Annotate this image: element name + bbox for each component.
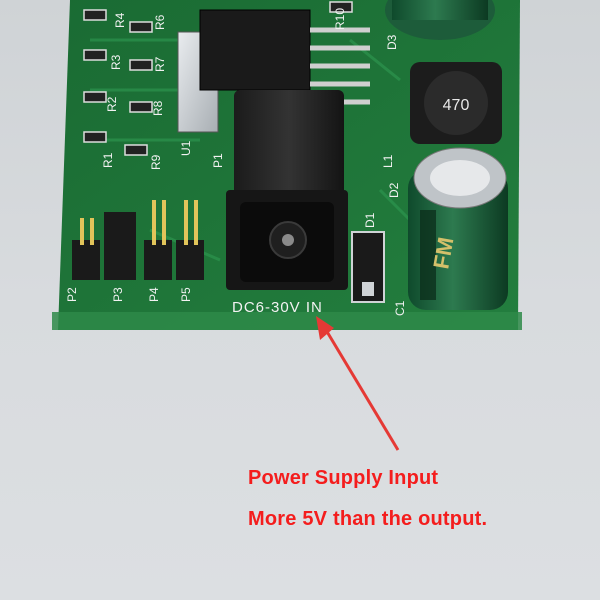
label-r8: R8: [151, 100, 165, 116]
label-p1: P1: [211, 153, 225, 168]
label-p5: P5: [179, 287, 193, 302]
inductor: 470: [410, 62, 502, 144]
label-p2: P2: [65, 287, 79, 302]
dc-barrel-jack: [226, 90, 348, 290]
capacitor-marking: FM: [428, 235, 458, 271]
label-r7: R7: [153, 56, 167, 72]
label-d2: D2: [387, 182, 401, 198]
label-r1: R1: [101, 152, 115, 168]
electrolytic-capacitor: FM: [408, 147, 508, 310]
label-r2: R2: [105, 96, 119, 112]
callout-arrow: [316, 316, 400, 451]
label-r10: R10: [333, 8, 347, 30]
smd-resistors: [83, 1, 353, 156]
label-l1: L1: [381, 154, 395, 168]
label-r3: R3: [109, 54, 123, 70]
diode-d1: [351, 231, 385, 303]
caption-voltage-note: More 5V than the output.: [248, 508, 488, 530]
label-r4: R4: [113, 12, 127, 28]
label-u1: U1: [179, 140, 193, 156]
label-d1: D1: [363, 212, 377, 228]
label-c1: C1: [393, 300, 407, 316]
label-d3: D3: [385, 34, 399, 50]
caption-power-supply-input: Power Supply Input: [248, 467, 439, 489]
label-r6: R6: [153, 14, 167, 30]
inductor-marking: 470: [443, 97, 470, 114]
silkscreen: DC6-30V IN P2 P3 P4 P5 C1 D1 D2 D3 L1 P1…: [65, 8, 407, 316]
label-p3: P3: [111, 287, 125, 302]
label-p4: P4: [147, 287, 161, 302]
top-capacitor: [385, 0, 495, 40]
pin-headers: [72, 200, 204, 280]
label-r9: R9: [149, 154, 163, 170]
input-silkscreen-label: DC6-30V IN: [232, 299, 323, 316]
